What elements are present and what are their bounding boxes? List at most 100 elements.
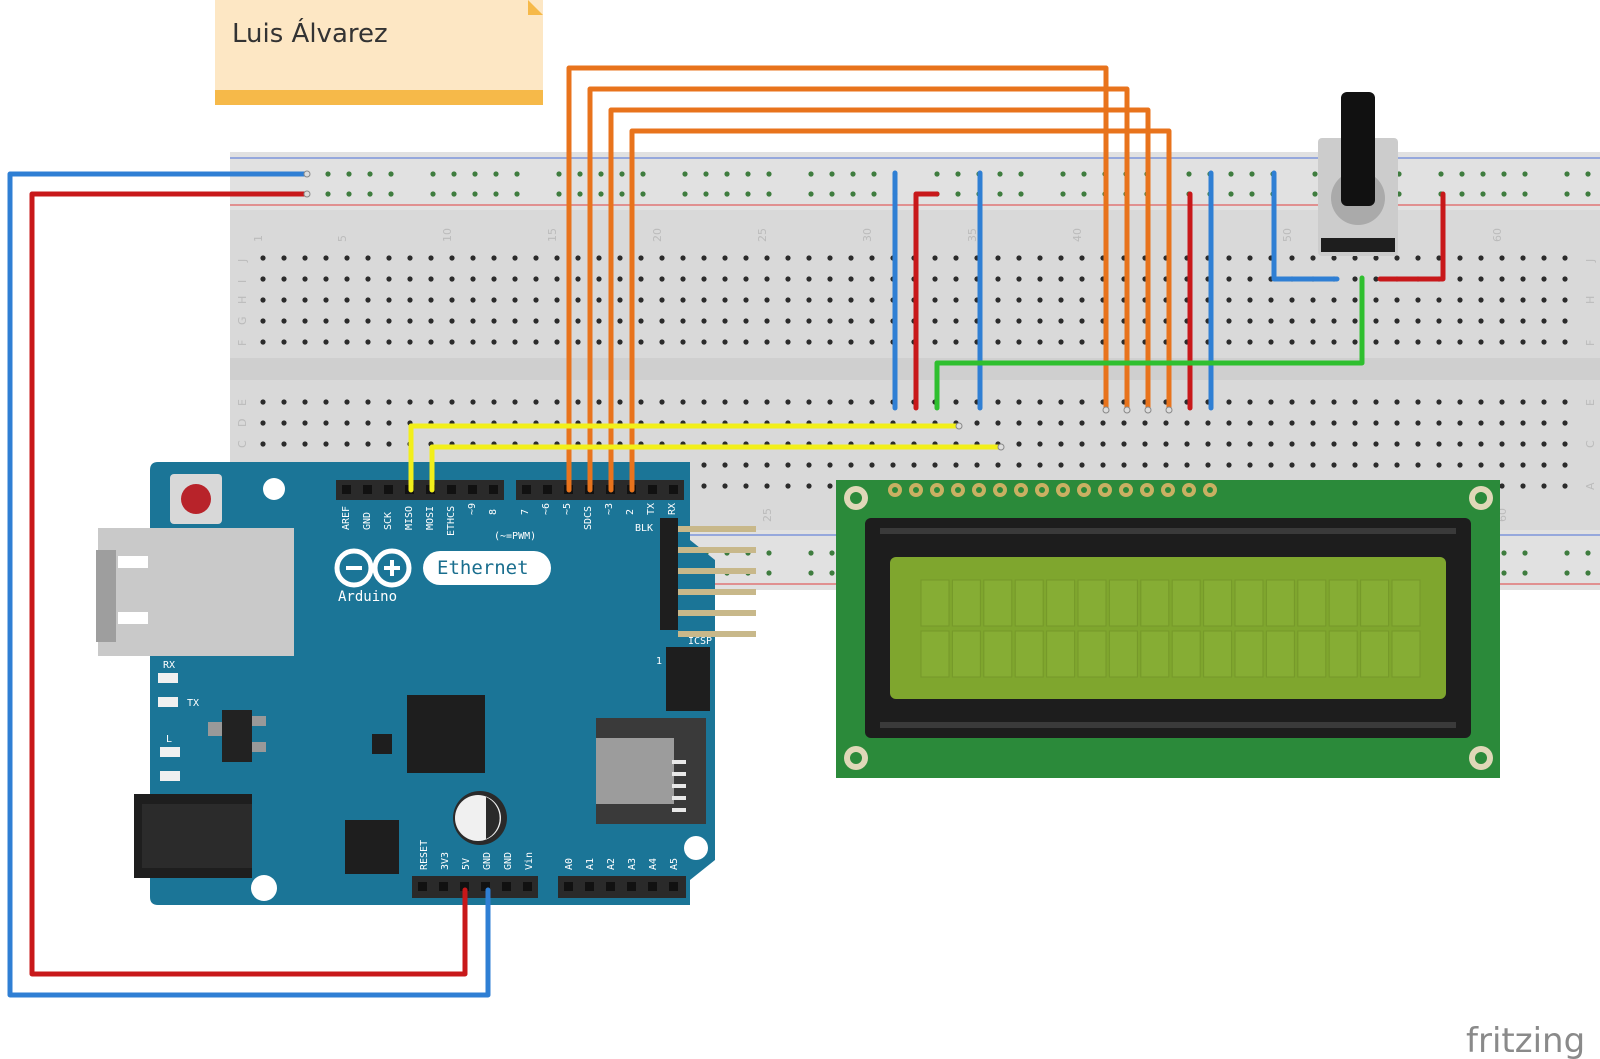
rail-hole [1480, 191, 1486, 197]
breadboard-hole [1310, 339, 1316, 345]
breadboard-hole [722, 297, 728, 303]
wire-d5-orange[interactable] [566, 65, 1109, 493]
breadboard-hole [1541, 318, 1547, 324]
wire-5v-red[interactable] [29, 191, 468, 977]
breadboard-hole [1268, 318, 1274, 324]
breadboard-hole [1457, 420, 1463, 426]
pin-label-a5: A5 [669, 858, 680, 870]
rail-hole [682, 191, 688, 197]
breadboard-hole [470, 399, 476, 405]
wire-d4-orange[interactable] [587, 86, 1130, 493]
breadboard-hole [1457, 462, 1463, 468]
breadboard-hole [806, 462, 812, 468]
rail-hole [640, 191, 646, 197]
breadboard-hole [1163, 441, 1169, 447]
breadboard-hole [995, 462, 1001, 468]
breadboard-hole [1268, 462, 1274, 468]
rail-hole [430, 171, 436, 177]
breadboard-hole [1289, 441, 1295, 447]
breadboard-hole [806, 276, 812, 282]
breadboard-hole [1415, 420, 1421, 426]
breadboard-hole [1499, 462, 1505, 468]
wire-d3-orange[interactable] [608, 107, 1151, 493]
row-letter-c-right: C [1584, 440, 1597, 448]
breadboard-hole [932, 276, 938, 282]
wire-contrast-green[interactable] [934, 275, 1365, 411]
rail-hole [1186, 171, 1192, 177]
lcd-character-cell [1046, 579, 1076, 627]
wire-mosi-yellow[interactable] [429, 444, 1004, 493]
breadboard-hole [764, 297, 770, 303]
mounting-hole [251, 875, 277, 901]
rail-hole [829, 191, 835, 197]
breadboard-hole [743, 462, 749, 468]
potentiometer-knob[interactable] [1341, 92, 1375, 206]
potentiometer[interactable] [1318, 92, 1398, 256]
rail-hole [325, 191, 331, 197]
author-note[interactable]: Luis Álvarez [215, 0, 543, 105]
wire-pot-red[interactable] [1377, 191, 1446, 282]
rail-hole [1585, 550, 1591, 556]
wire-miso-yellow[interactable] [408, 423, 962, 493]
breadboard-hole [869, 339, 875, 345]
breadboard-hole [1457, 399, 1463, 405]
row-letter-c: C [236, 440, 249, 448]
breadboard-hole [827, 339, 833, 345]
breadboard-hole [323, 297, 329, 303]
breadboard-hole [932, 318, 938, 324]
breadboard-hole [344, 420, 350, 426]
breadboard-hole [1499, 483, 1505, 489]
breadboard-hole [1079, 399, 1085, 405]
breadboard-hole [1562, 276, 1568, 282]
breadboard-hole [806, 399, 812, 405]
icsp-header [666, 647, 710, 711]
breadboard-hole [1247, 399, 1253, 405]
breadboard-hole [428, 339, 434, 345]
arduino-ethernet-board[interactable]: Ethernet Arduino AREF GND SCK MISO MOSI … [96, 462, 756, 905]
breadboard-hole [827, 276, 833, 282]
breadboard-hole [911, 462, 917, 468]
ethernet-badge [423, 551, 551, 585]
breadboard-hole [1331, 462, 1337, 468]
breadboard-hole [659, 318, 665, 324]
breadboard-hole [1163, 462, 1169, 468]
breadboard-hole [1226, 441, 1232, 447]
breadboard-hole [1499, 441, 1505, 447]
rail-hole [1522, 550, 1528, 556]
breadboard-hole [1079, 462, 1085, 468]
breadboard-hole [407, 399, 413, 405]
breadboard-hole [596, 339, 602, 345]
breadboard-hole [365, 255, 371, 261]
breadboard-hole [302, 420, 308, 426]
breadboard-hole [1415, 339, 1421, 345]
wire-red-1[interactable] [913, 191, 940, 411]
breadboard-hole [1457, 339, 1463, 345]
breadboard-hole [1478, 441, 1484, 447]
lcd-character-cell [983, 630, 1013, 678]
breadboard-hole [575, 276, 581, 282]
breadboard-hole [1562, 483, 1568, 489]
breadboard-hole [533, 276, 539, 282]
breadboard-hole [764, 483, 770, 489]
wires [7, 65, 1446, 998]
wire-pot-blue[interactable] [1271, 170, 1340, 282]
rail-hole [1522, 191, 1528, 197]
rail-hole [850, 191, 856, 197]
lcd-16x2-module[interactable] [836, 480, 1500, 778]
breadboard-hole [323, 420, 329, 426]
rail-hole [1585, 191, 1591, 197]
breadboard-hole [281, 399, 287, 405]
breadboard-hole [1394, 255, 1400, 261]
rail-hole [1249, 171, 1255, 177]
breadboard-hole [386, 399, 392, 405]
wire-gnd-blue[interactable] [7, 171, 491, 998]
breadboard-hole [743, 399, 749, 405]
rail-hole [1228, 171, 1234, 177]
breadboard-hole [1037, 276, 1043, 282]
wire-d2-orange[interactable] [629, 128, 1172, 493]
breadboard-hole [1436, 339, 1442, 345]
breadboard-hole [869, 462, 875, 468]
breadboard-hole [617, 255, 623, 261]
breadboard-hole [281, 339, 287, 345]
breadboard-hole [785, 297, 791, 303]
